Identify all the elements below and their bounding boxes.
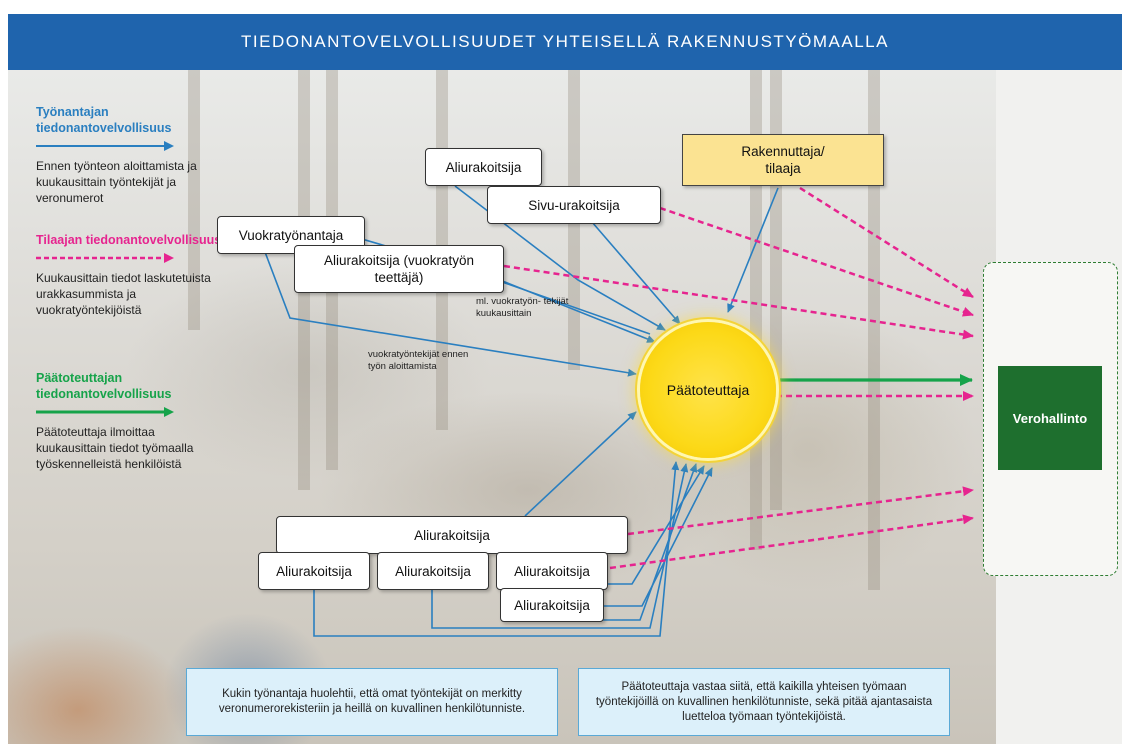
node-aliurakoitsija-top: Aliurakoitsija bbox=[425, 148, 542, 186]
node-rakennuttaja-label: Rakennuttaja/ tilaaja bbox=[741, 144, 825, 176]
edge-vuokratyonantaja-2 bbox=[264, 251, 637, 377]
edge-ali-4 bbox=[602, 467, 713, 607]
diagram-title: TIEDONANTOVELVOLLISUUDET YHTEISELLÄ RAKE… bbox=[241, 32, 889, 51]
edge-sivu-urakoitsija bbox=[591, 221, 681, 325]
node-ali-3: Aliurakoitsija bbox=[496, 552, 608, 590]
diagram-header: TIEDONANTOVELVOLLISUUDET YHTEISELLÄ RAKE… bbox=[8, 14, 1122, 70]
legend-main-arrow bbox=[36, 407, 174, 417]
node-ali-3-label: Aliurakoitsija bbox=[514, 563, 590, 579]
node-verohallinto-label: Verohallinto bbox=[1012, 410, 1088, 426]
node-ali-4-label: Aliurakoitsija bbox=[514, 597, 590, 613]
node-paatoteuttaja-label: Päätoteuttaja bbox=[666, 382, 750, 398]
node-sivu-urakoitsija: Sivu-urakoitsija bbox=[487, 186, 661, 224]
annotation-ml-vuokra: ml. vuokratyön- tekijät kuukausittain bbox=[476, 296, 569, 319]
legend-main-desc: Päätoteuttaja ilmoittaa kuukausittain ti… bbox=[36, 425, 194, 471]
edge-aliurakoitsija-wide bbox=[524, 411, 637, 517]
node-aliurakoitsija-vuokra: Aliurakoitsija (vuokratyön teettäjä) bbox=[294, 245, 504, 293]
legend-main: Päätoteuttajan tiedonantovelvollisuus Pä… bbox=[36, 370, 236, 472]
edge-rakennuttaja bbox=[727, 187, 779, 313]
legend-employer-title: Työnantajan tiedonantovelvollisuus bbox=[36, 105, 172, 135]
node-rakennuttaja: Rakennuttaja/ tilaaja bbox=[682, 134, 884, 186]
legend-employer-arrow bbox=[36, 141, 174, 151]
legend-employer-desc: Ennen työnteon aloittamista ja kuukausit… bbox=[36, 159, 197, 205]
edge-ali-3b bbox=[608, 465, 705, 585]
node-vuokratyonantaja-label: Vuokratyönantaja bbox=[238, 227, 344, 243]
node-aliurakoitsija-wide-label: Aliurakoitsija bbox=[414, 527, 490, 543]
node-aliurakoitsija-top-label: Aliurakoitsija bbox=[445, 159, 522, 175]
node-ali-1-label: Aliurakoitsija bbox=[276, 563, 352, 579]
edge-wide-vero bbox=[627, 486, 974, 536]
edge-sivu-vero bbox=[659, 206, 974, 317]
legend-client-arrow bbox=[36, 253, 174, 263]
note-left: Kukin työnantaja huolehtii, että omat ty… bbox=[186, 668, 558, 736]
node-ali-2: Aliurakoitsija bbox=[377, 552, 489, 590]
legend-client-desc: Kuukausittain tiedot laskutetuista urakk… bbox=[36, 271, 211, 317]
note-right-text: Päätoteuttaja vastaa siitä, että kaikill… bbox=[595, 680, 933, 723]
annotation-vuokra-ennen: vuokratyöntekijät ennen työn aloittamist… bbox=[368, 349, 469, 372]
note-right: Päätoteuttaja vastaa siitä, että kaikill… bbox=[578, 668, 950, 736]
node-ali-1: Aliurakoitsija bbox=[258, 552, 370, 590]
legend-employer: Työnantajan tiedonantovelvollisuus Ennen… bbox=[36, 104, 236, 206]
legend-main-title: Päätoteuttajan tiedonantovelvollisuus bbox=[36, 371, 172, 401]
node-sivu-urakoitsija-label: Sivu-urakoitsija bbox=[528, 197, 620, 213]
legend-client-title: Tilaajan tiedonantovelvollisuus bbox=[36, 233, 222, 247]
edge-rakennuttaja-vero bbox=[799, 186, 974, 299]
node-ali-4: Aliurakoitsija bbox=[500, 588, 604, 622]
node-ali-2-label: Aliurakoitsija bbox=[395, 563, 471, 579]
edge-ali-vero bbox=[609, 514, 974, 570]
edge-vuokra-vero bbox=[503, 264, 974, 340]
legend-client: Tilaajan tiedonantovelvollisuus Kuukausi… bbox=[36, 232, 236, 318]
node-paatoteuttaja: Päätoteuttaja bbox=[640, 322, 776, 458]
node-aliurakoitsija-vuokra-label: Aliurakoitsija (vuokratyön teettäjä) bbox=[323, 253, 475, 285]
node-aliurakoitsija-wide: Aliurakoitsija bbox=[276, 516, 628, 554]
note-left-text: Kukin työnantaja huolehtii, että omat ty… bbox=[218, 688, 526, 715]
edge-ali-2 bbox=[431, 463, 689, 629]
node-verohallinto: Verohallinto bbox=[998, 366, 1102, 470]
